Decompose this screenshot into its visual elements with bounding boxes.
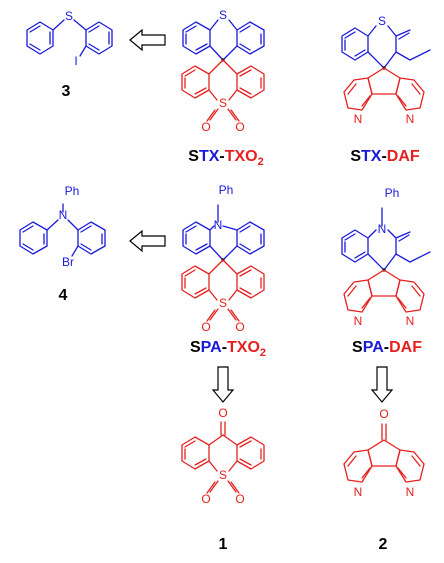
compound-4-number: 4 (59, 287, 68, 304)
sulfur-atom: S (219, 96, 227, 110)
left-arrow-stx (129, 28, 166, 52)
stx-txo2-label: STX-TXO2 (188, 148, 263, 168)
nitrogen-atom: N (59, 208, 68, 222)
compound-2-structure (343, 423, 425, 483)
spa-txo2-structure: Ph N S O O (181, 183, 265, 334)
compound-4-structure (19, 203, 106, 257)
iodine-atom: I (74, 54, 77, 68)
oxygen-atom: O (235, 492, 244, 506)
sulfur-atom: S (65, 9, 73, 23)
left-arrow-spa (129, 229, 166, 253)
sulfur-atom: S (219, 8, 227, 22)
oxygen-atom: O (379, 407, 388, 421)
nitrogen-atom: N (214, 218, 223, 232)
compound-1-structure (181, 421, 265, 494)
phenyl-label: Ph (65, 184, 80, 198)
phenyl-label: Ph (219, 183, 234, 197)
compound-1-number: 1 (219, 536, 228, 553)
sulfur-atom: S (219, 296, 227, 310)
oxygen-atom: O (235, 120, 244, 134)
oxygen-atom: O (218, 406, 227, 420)
nitrogen-atom: N (354, 485, 363, 499)
oxygen-atom: O (201, 120, 210, 134)
nitrogen-atom: N (354, 112, 363, 126)
oxygen-atom: O (201, 320, 210, 334)
stx-daf-label: STX-DAF (350, 148, 420, 165)
down-arrow-1 (211, 366, 235, 403)
nitrogen-atom: N (354, 314, 363, 328)
compound-3-number: 3 (62, 83, 71, 100)
compound-2-number: 2 (379, 536, 388, 553)
sulfur-atom: S (219, 468, 227, 482)
compound-3-structure (26, 19, 113, 57)
spa-daf-label: SPA-DAF (352, 339, 422, 356)
spa-daf-structure: Ph N N N (341, 186, 431, 328)
nitrogen-atom: N (406, 314, 415, 328)
down-arrow-2 (370, 366, 394, 403)
stx-txo2-structure: S S O O (181, 8, 265, 134)
stx-daf-structure: S N N (341, 14, 431, 126)
nitrogen-atom: N (378, 222, 387, 236)
bromine-atom: Br (62, 255, 74, 269)
oxygen-atom: O (201, 492, 210, 506)
phenyl-label: Ph (385, 186, 400, 200)
nitrogen-atom: N (406, 485, 415, 499)
nitrogen-atom: N (406, 112, 415, 126)
oxygen-atom: O (235, 320, 244, 334)
spa-txo2-label: SPA-TXO2 (190, 339, 266, 359)
sulfur-atom: S (378, 14, 386, 28)
